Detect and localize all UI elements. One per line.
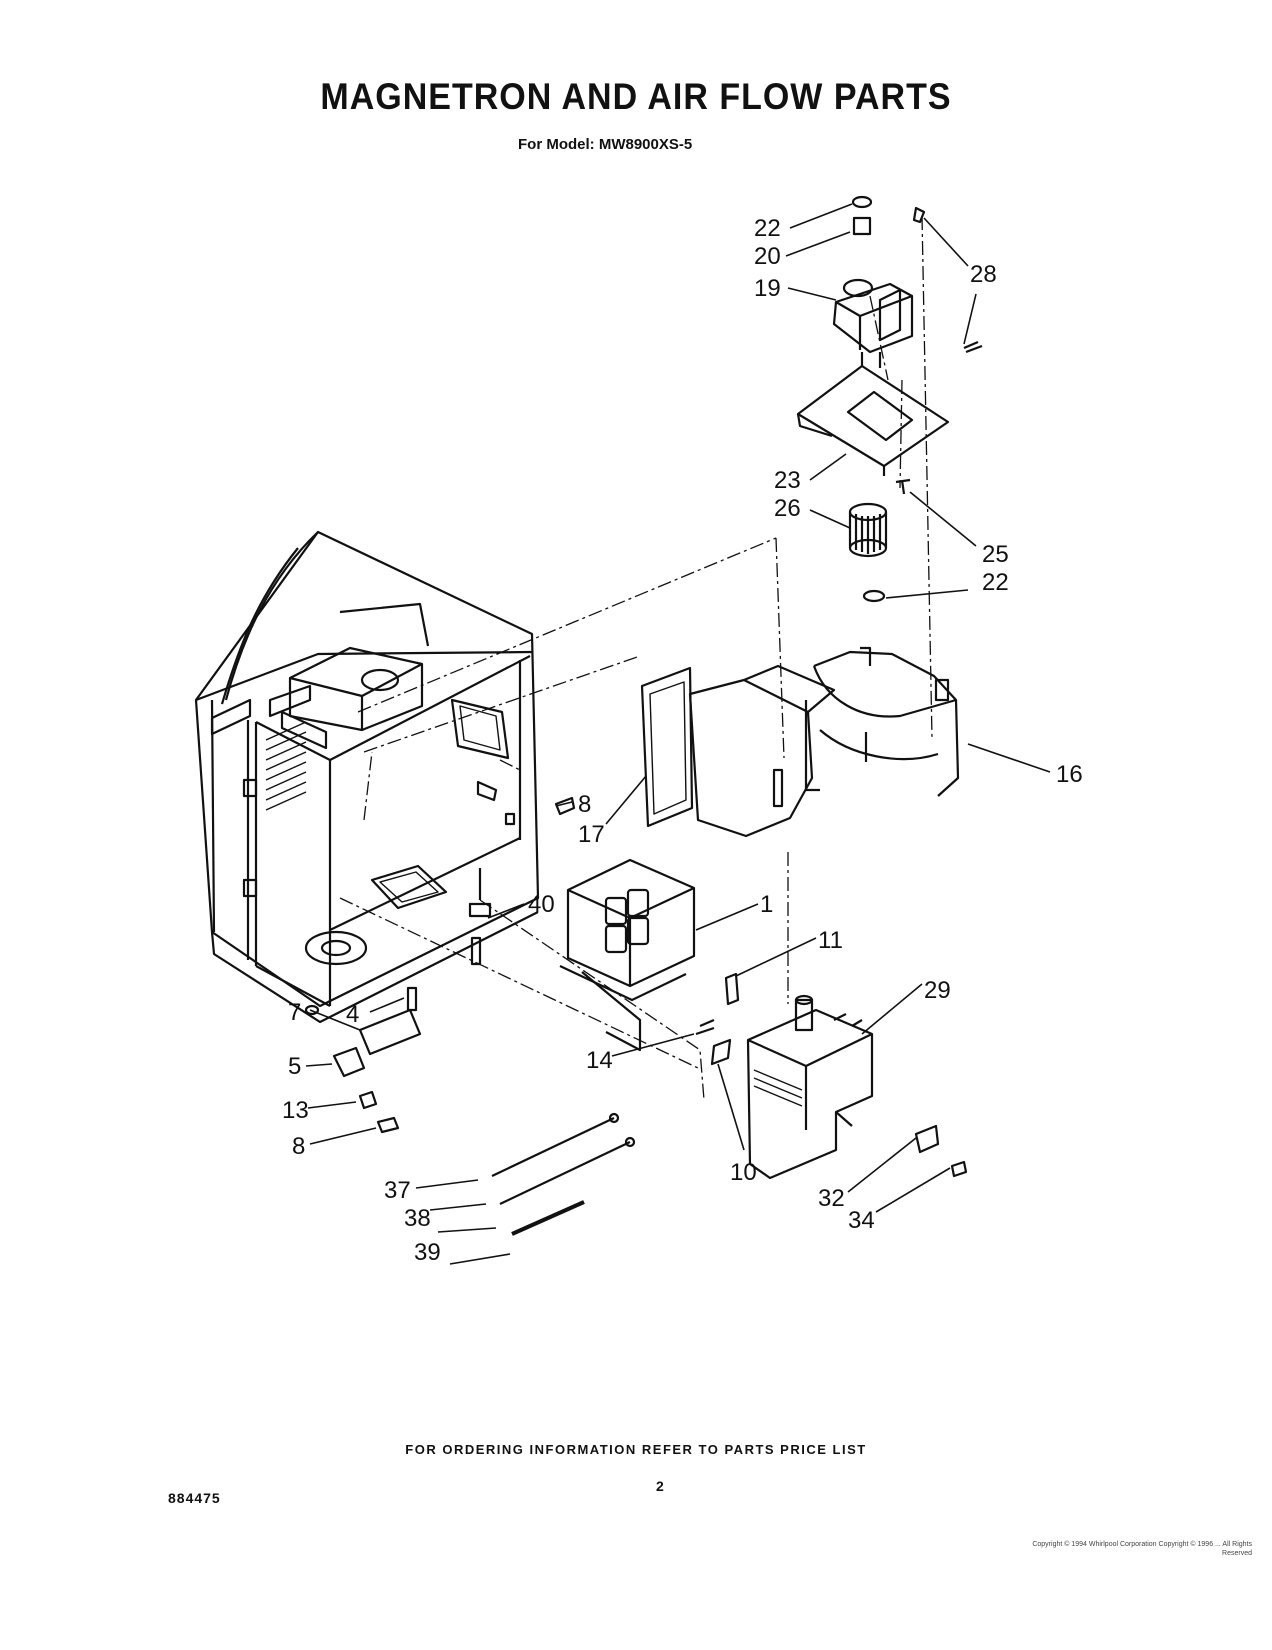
callout-22-bottom: 22 [982, 569, 1009, 596]
callout-32: 32 [818, 1185, 845, 1212]
callout-1: 1 [760, 891, 773, 918]
small-hardware [332, 796, 968, 1236]
ordering-info-note: FOR ORDERING INFORMATION REFER TO PARTS … [405, 1442, 867, 1457]
callout-labels: 22 20 19 28 23 26 25 22 16 8 17 1 40 11 … [282, 215, 1083, 1266]
cabinet-chassis [194, 530, 540, 1024]
callout-5: 5 [288, 1053, 301, 1080]
model-subtitle: For Model: MW8900XS-5 [518, 136, 693, 153]
callout-10: 10 [730, 1159, 757, 1186]
page-number: 2 [656, 1478, 664, 1494]
callout-19: 19 [754, 275, 781, 302]
callout-29: 29 [924, 977, 951, 1004]
callout-28: 28 [970, 261, 997, 288]
callout-11: 11 [818, 927, 843, 954]
callout-8-lower: 8 [292, 1133, 305, 1160]
callout-39: 39 [414, 1239, 441, 1266]
callout-8-upper: 8 [578, 791, 591, 818]
callout-23: 23 [774, 467, 801, 494]
callout-16: 16 [1056, 761, 1083, 788]
air-duct-assembly [640, 646, 960, 838]
document-id: 884475 [168, 1490, 221, 1506]
callout-20: 20 [754, 243, 781, 270]
callout-13: 13 [282, 1097, 309, 1124]
callout-4: 4 [346, 1001, 359, 1028]
callout-7: 7 [288, 999, 301, 1026]
leader-lines [305, 203, 1051, 1265]
callout-25: 25 [982, 541, 1009, 568]
callout-22-top: 22 [754, 215, 781, 242]
callout-26: 26 [774, 495, 801, 522]
copyright-notice: Copyright © 1994 Whirlpool Corporation C… [1032, 1541, 1252, 1557]
page-title: MAGNETRON AND AIR FLOW PARTS [320, 76, 952, 118]
assembly-lines [339, 215, 933, 1101]
callout-38: 38 [404, 1205, 431, 1232]
magnetron [746, 994, 874, 1180]
callout-34: 34 [848, 1207, 875, 1234]
transformer [559, 858, 696, 1052]
callout-37: 37 [384, 1177, 411, 1204]
callout-40: 40 [528, 891, 555, 918]
fan-motor-assembly [796, 195, 983, 603]
callout-17: 17 [578, 821, 605, 848]
callout-14: 14 [586, 1047, 613, 1074]
